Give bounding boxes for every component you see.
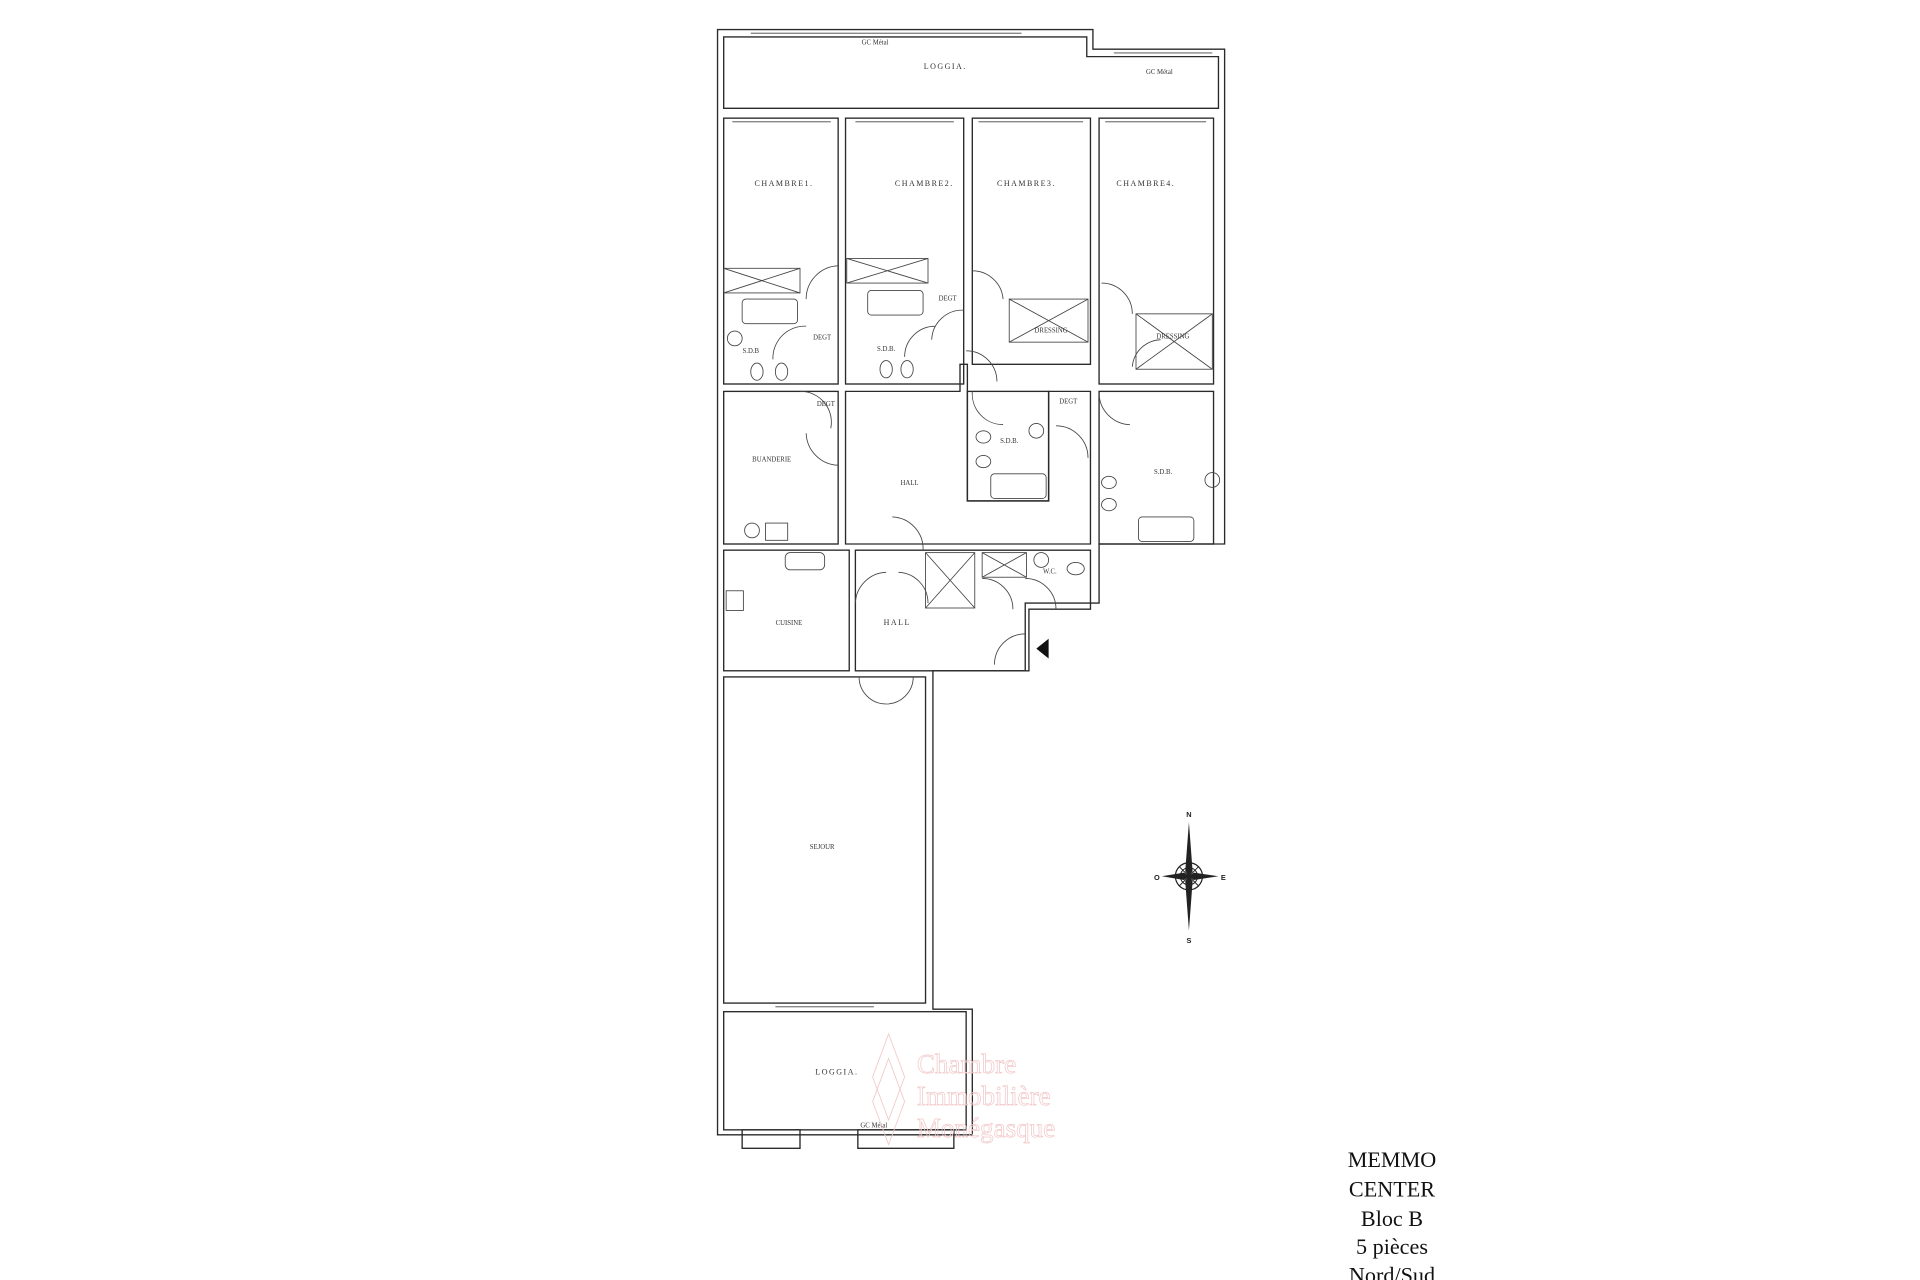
label-chambre4: CHAMBRE4. (1116, 179, 1175, 188)
room-labels: GC Métal GC Métal LOGGIA. CHAMBRE1. CHAM… (743, 39, 1190, 1129)
label-dressing: DRESSING (1156, 333, 1189, 340)
label-degt: DEGT (813, 335, 832, 342)
label-loggia: LOGGIA. (815, 1067, 858, 1076)
fixtures (723, 258, 1221, 611)
label-chambre2: CHAMBRE2. (895, 179, 954, 188)
caption-line: Bloc B (1361, 1206, 1423, 1231)
label-sdb: S.D.B. (1154, 469, 1173, 476)
label-chambre1: CHAMBRE1. (755, 179, 814, 188)
label-gc-metal: GC Métal (1146, 69, 1173, 76)
label-hall: HALL (884, 618, 911, 627)
caption-line: 5 pièces (1356, 1234, 1428, 1259)
compass-north: N (1186, 810, 1191, 819)
compass-west: O (1154, 873, 1160, 882)
compass-east: E (1221, 873, 1226, 882)
watermark-line: Monégasque (917, 1113, 1055, 1143)
label-sdb: S.D.B (743, 348, 760, 355)
label-buanderie: BUANDERIE (752, 457, 791, 464)
label-degt: DEGT (1059, 399, 1078, 406)
label-degt: DEGT (939, 295, 958, 302)
watermark-line: Chambre (917, 1049, 1016, 1079)
label-sejour: SEJOUR (810, 844, 835, 851)
label-degt: DEGT (817, 401, 836, 408)
label-gc-metal: GC Métal (862, 39, 889, 46)
caption-line: MEMMO (1348, 1147, 1437, 1172)
compass-rose-icon: N S E O (1154, 810, 1226, 945)
label-hall: HALL (901, 480, 919, 487)
label-dressing: DRESSING (1035, 327, 1068, 334)
label-loggia: LOGGIA. (924, 62, 967, 71)
label-wc: W.C. (1043, 569, 1057, 576)
entrance-arrow-icon (1036, 638, 1049, 659)
label-gc-metal: GC Métal (860, 1122, 887, 1129)
watermark-logo: Chambre Immobilière Monégasque (872, 1032, 1056, 1146)
walls (716, 28, 1226, 1149)
caption-line: CENTER (1349, 1176, 1435, 1201)
label-sdb: S.D.B. (1000, 438, 1019, 445)
watermark-line: Immobilière (917, 1081, 1051, 1111)
plan-caption: MEMMO CENTER Bloc B 5 pièces Nord/Sud (1348, 1147, 1437, 1280)
label-cuisine: CUISINE (776, 620, 803, 627)
label-sdb: S.D.B. (877, 346, 896, 353)
caption-line: Nord/Sud (1349, 1262, 1435, 1280)
compass-south: S (1186, 936, 1191, 945)
doors (772, 265, 1161, 705)
label-chambre3: CHAMBRE3. (997, 179, 1056, 188)
